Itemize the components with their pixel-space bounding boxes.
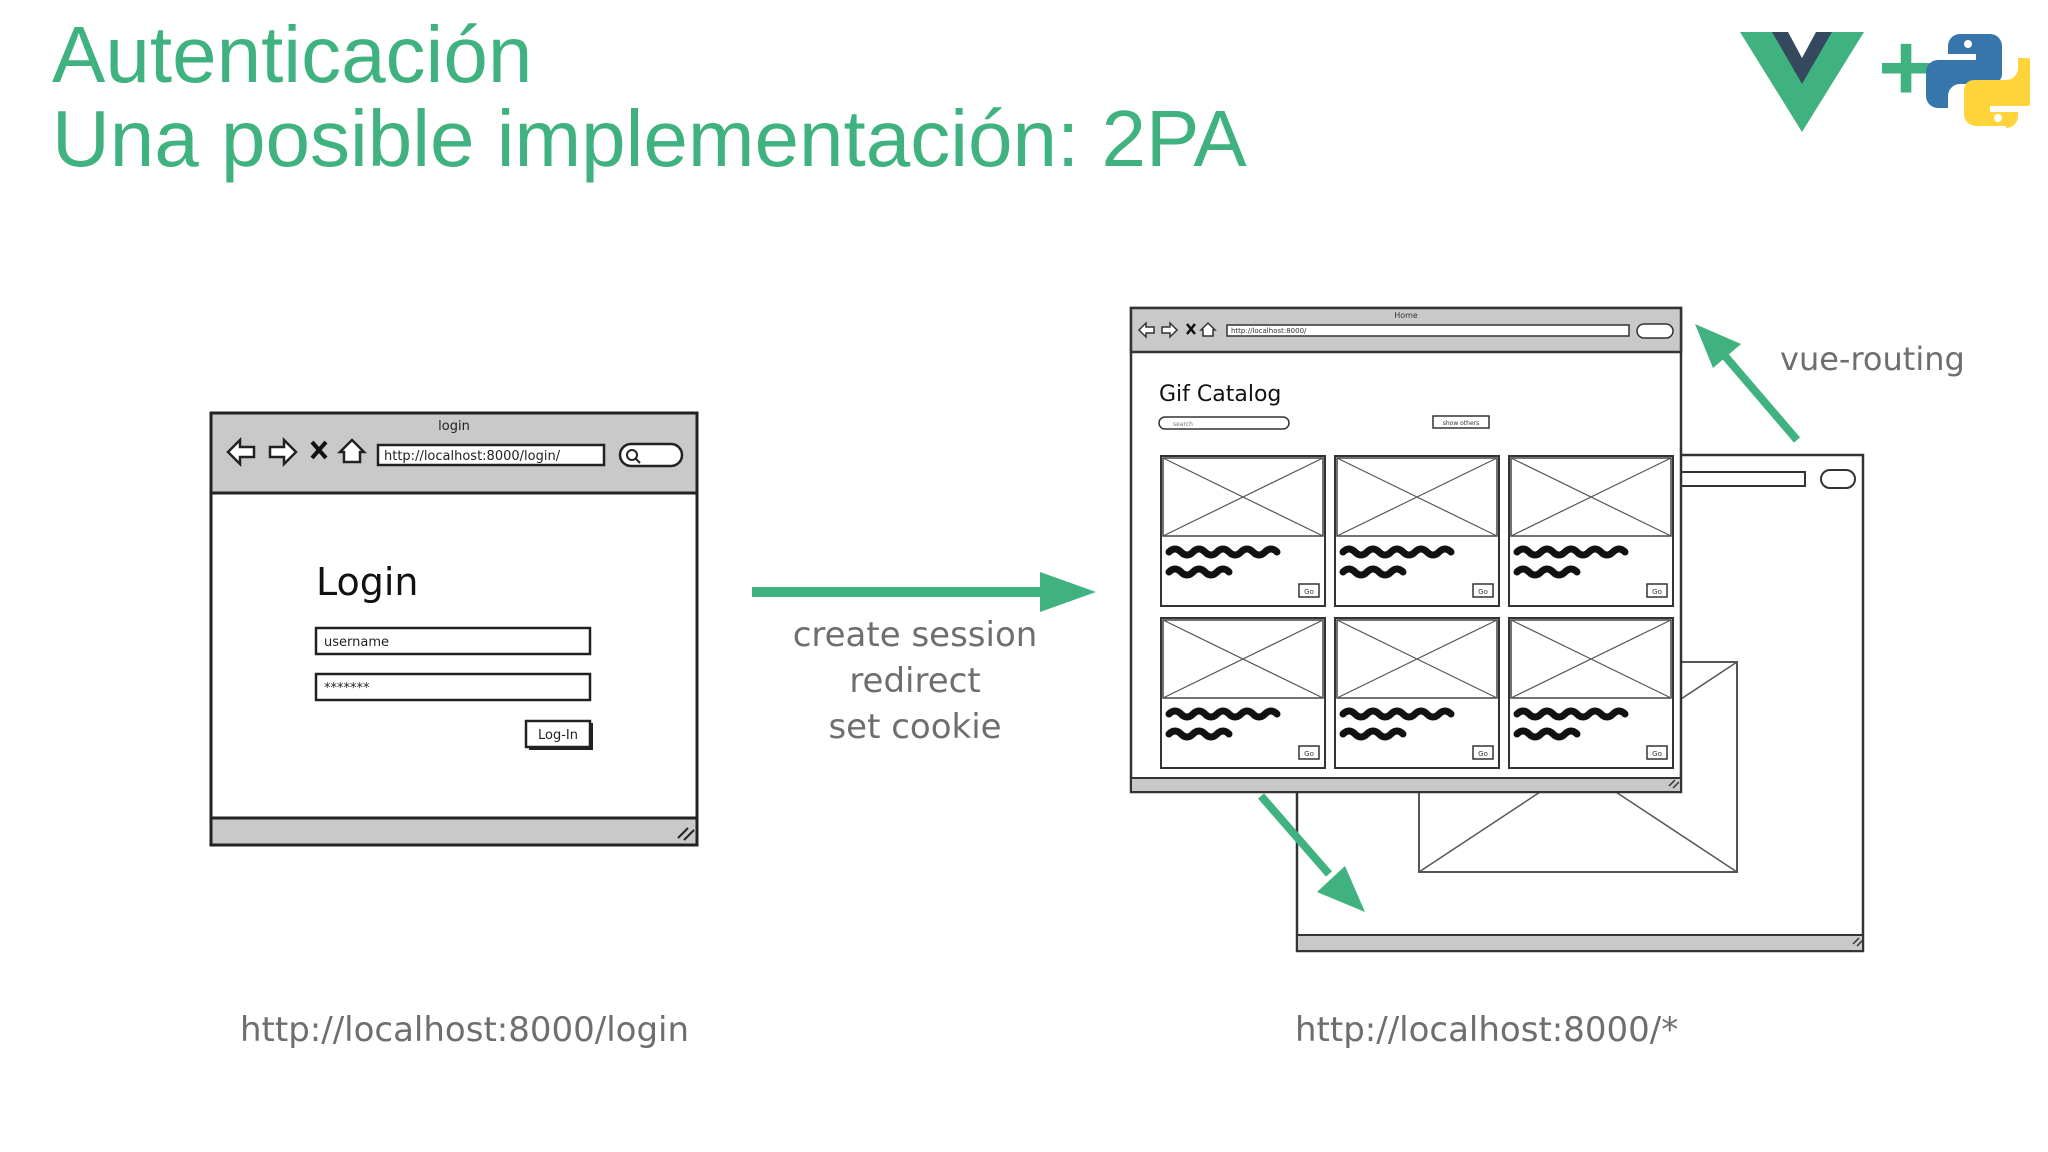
home-icon[interactable]: [1199, 321, 1217, 337]
search-icon: [626, 449, 641, 464]
catalog-search-field[interactable]: [1158, 416, 1290, 430]
tile-go-label: Go: [1304, 588, 1314, 596]
gif-tile[interactable]: Go: [1334, 617, 1500, 769]
resize-grip-icon: [1668, 779, 1680, 789]
close-icon[interactable]: [1186, 323, 1196, 335]
login-heading: Login: [316, 560, 419, 604]
scribbled-text: [1513, 545, 1629, 579]
login-window-title: login: [438, 419, 470, 434]
redirect-arrow: [752, 572, 1096, 612]
transition-line-redirect: redirect: [849, 661, 981, 701]
tile-go-button[interactable]: [1646, 583, 1668, 598]
login-button[interactable]: Log-In: [524, 719, 593, 750]
back-arrow-icon[interactable]: [1137, 321, 1155, 339]
login-url-text: http://localhost:8000/login/: [384, 449, 561, 464]
slide-title-line-1: Autenticación: [52, 10, 533, 99]
tile-go-label: Go: [1478, 750, 1488, 758]
scribbled-text: [1165, 545, 1281, 579]
catalog-window-title: Home: [1394, 311, 1418, 320]
gif-tile[interactable]: Go: [1508, 617, 1674, 769]
scribbled-text: [1339, 707, 1455, 741]
back-arrow-icon[interactable]: [226, 436, 256, 468]
python-icon: [1926, 34, 2030, 128]
routing-arrow-down: [1257, 793, 1365, 912]
show-others-button[interactable]: [1432, 415, 1490, 429]
catalog-url-bar[interactable]: [1226, 324, 1630, 337]
show-others-label: show others: [1443, 420, 1480, 427]
slide-title-line-2: Una posible implementación: 2PA: [52, 94, 1247, 183]
username-field[interactable]: [314, 626, 592, 656]
vue-v-icon: [1740, 32, 1864, 132]
transition-labels: create session redirect set cookie: [780, 612, 1050, 750]
login-browser-mockup: login http://localhost:8000/login/ Login…: [209, 411, 699, 847]
catalog-search-placeholder: search: [1173, 421, 1193, 428]
gif-tile[interactable]: Go: [1160, 617, 1326, 769]
logo-plus: +: [1878, 22, 1934, 121]
vue-python-logo: +: [1740, 22, 2030, 132]
vue-routing-label: vue-routing: [1780, 340, 1965, 378]
catalog-url-text: http://localhost:8000/: [1231, 327, 1307, 335]
password-value: *******: [324, 681, 370, 696]
tile-go-button[interactable]: [1646, 745, 1668, 760]
login-url-bar[interactable]: [376, 443, 606, 467]
login-button-label: Log-In: [538, 728, 578, 743]
tile-go-label: Go: [1478, 588, 1488, 596]
scribbled-text: [1513, 707, 1629, 741]
catalog-url-caption: http://localhost:8000/*: [1295, 1010, 1679, 1050]
tile-go-label: Go: [1304, 750, 1314, 758]
catalog-heading: Gif Catalog: [1159, 382, 1281, 407]
tile-go-button[interactable]: [1298, 583, 1320, 598]
catalog-browser-stack: Home http://localhost:8000/ Gif Catalog …: [1129, 306, 1865, 953]
close-icon[interactable]: [310, 440, 328, 460]
tile-go-button[interactable]: [1298, 745, 1320, 760]
tile-go-button[interactable]: [1472, 583, 1494, 598]
forward-arrow-icon[interactable]: [1161, 321, 1179, 339]
scribbled-text: [1165, 707, 1281, 741]
password-field[interactable]: [314, 672, 592, 702]
tile-go-label: Go: [1652, 588, 1662, 596]
resize-grip-icon: [677, 827, 695, 841]
login-url-caption: http://localhost:8000/login: [240, 1010, 690, 1050]
gif-tile[interactable]: Go: [1508, 455, 1674, 607]
login-search-box[interactable]: [618, 442, 684, 468]
catalog-search-box[interactable]: [1636, 323, 1674, 339]
tile-go-label: Go: [1652, 750, 1662, 758]
transition-line-create-session: create session: [792, 615, 1038, 655]
scribbled-text: [1339, 545, 1455, 579]
transition-line-set-cookie: set cookie: [828, 707, 1002, 747]
username-value: username: [324, 635, 389, 650]
forward-arrow-icon[interactable]: [268, 436, 298, 468]
gif-tile[interactable]: Go: [1334, 455, 1500, 607]
home-icon[interactable]: [336, 438, 368, 464]
tile-go-button[interactable]: [1472, 745, 1494, 760]
gif-tile[interactable]: Go: [1160, 455, 1326, 607]
routing-arrow-up: [1695, 324, 1801, 443]
